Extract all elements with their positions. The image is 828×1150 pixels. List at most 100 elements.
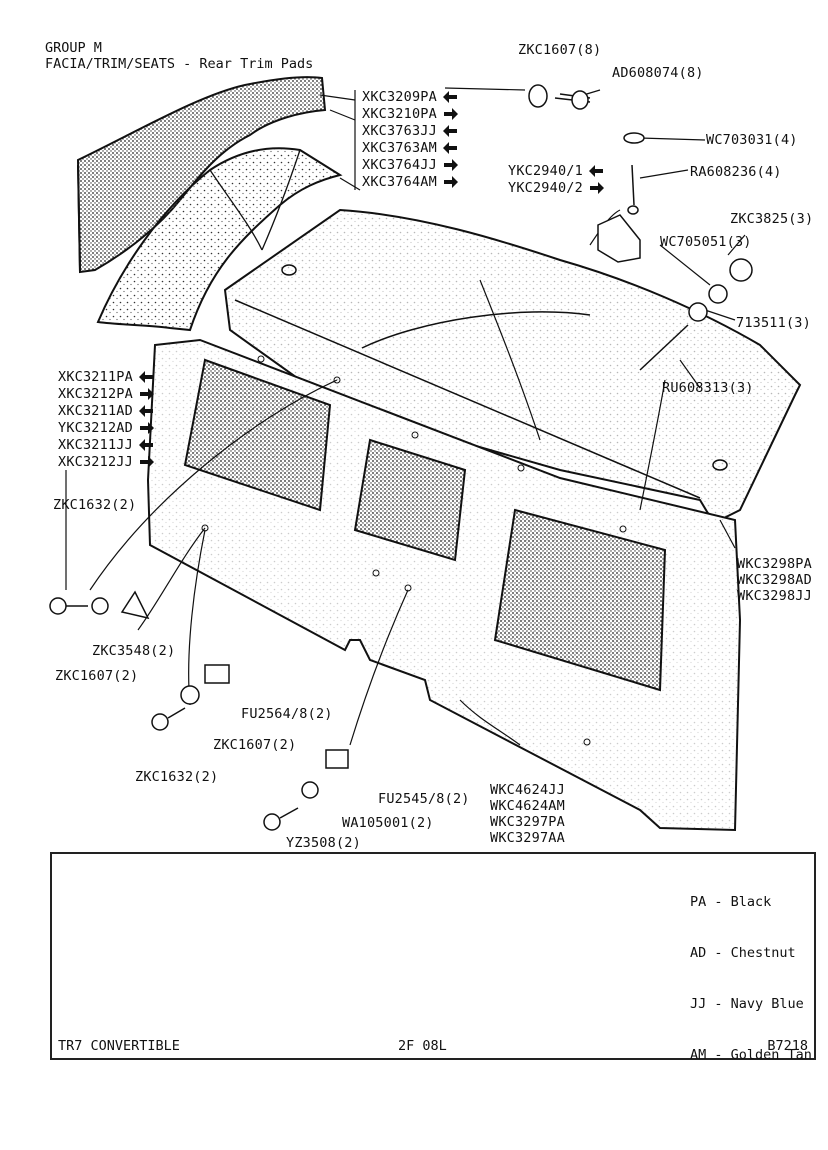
fasteners <box>49 84 753 831</box>
side-pad-code-list: XKC3211PA XKC3212PA XKC3211AD YKC3212AD … <box>58 368 154 470</box>
part-code: XKC3763JJ <box>362 122 437 139</box>
callout-wc703031: WC703031(4) <box>706 132 798 148</box>
zkc3825-cap <box>729 258 753 282</box>
colour-key-item: JJ - Navy Blue <box>690 996 804 1012</box>
shelf-code-list: WKC3298PA WKC3298AD WKC3298JJ <box>737 556 812 604</box>
colour-key: PA - Black AD - Chestnut JJ - Navy Blue … <box>690 860 812 1098</box>
part-code: WKC3298PA <box>737 556 812 572</box>
bracket-code-list: YKC2940/1 YKC2940/2 <box>508 162 604 196</box>
code-row: XKC3211PA <box>58 368 154 385</box>
part-code: YKC2940/2 <box>508 179 583 196</box>
arrow-right-icon <box>139 421 154 434</box>
code-row: XKC3763AM <box>362 139 458 156</box>
arrow-left-icon <box>588 164 603 177</box>
colour-key-item: AD - Chestnut <box>690 945 796 961</box>
callout-fu2545: FU2545/8(2) <box>378 791 470 807</box>
code-row: XKC3211JJ <box>58 436 154 453</box>
part-code: WKC3298JJ <box>737 588 812 604</box>
part-code: WKC3298AD <box>737 572 812 588</box>
part-code: XKC3211PA <box>58 368 133 385</box>
callout-713511: 713511(3) <box>736 315 811 331</box>
callout-yz3508: YZ3508(2) <box>286 835 361 851</box>
part-code: WKC3297PA <box>490 814 565 830</box>
713511-washer <box>688 302 708 322</box>
arrow-left-icon <box>138 438 153 451</box>
footer-ref: B7218 <box>767 1038 808 1054</box>
code-row: XKC3763JJ <box>362 122 458 139</box>
callout-wa105001: WA105001(2) <box>342 815 434 831</box>
callout-zkc1632-left: ZKC1632(2) <box>53 497 137 513</box>
part-code: XKC3211JJ <box>58 436 133 453</box>
colour-key-item: PA - Black <box>690 894 772 910</box>
top-pad-code-list: XKC3209PA XKC3210PA XKC3763JJ XKC3763AM … <box>362 88 458 190</box>
arrow-right-icon <box>589 181 604 194</box>
part-code: XKC3212PA <box>58 385 133 402</box>
zkc1632-mid-screw <box>151 713 169 731</box>
part-code: XKC3763AM <box>362 139 437 156</box>
arrow-right-icon <box>443 158 458 171</box>
arrow-right-icon <box>443 175 458 188</box>
fu2564-clip <box>204 664 230 684</box>
part-code: XKC3764AM <box>362 173 437 190</box>
callout-zkc1632-mid: ZKC1632(2) <box>135 769 219 785</box>
zkc1632-left-screw <box>49 597 67 615</box>
code-row: YKC2940/1 <box>508 162 604 179</box>
code-row: YKC3212AD <box>58 419 154 436</box>
part-code: XKC3210PA <box>362 105 437 122</box>
callout-ra608236: RA608236(4) <box>690 164 782 180</box>
ykc2940-bracket <box>597 214 641 263</box>
zkc3548-clip <box>120 590 150 620</box>
arrow-left-icon <box>442 141 457 154</box>
arrow-right-icon <box>139 387 154 400</box>
yz3508-screw <box>263 813 281 831</box>
rear-trim-panel <box>146 338 742 832</box>
code-row: XKC3764JJ <box>362 156 458 173</box>
callout-zkc1607-left: ZKC1607(2) <box>55 668 139 684</box>
zkc1607-mid-washer <box>180 685 200 705</box>
callout-zkc1607-mid: ZKC1607(2) <box>213 737 297 753</box>
callout-zkc3825: ZKC3825(3) <box>730 211 814 227</box>
part-code: YKC3212AD <box>58 419 133 436</box>
panel-code-list: WKC4624JJ WKC4624AM WKC3297PA WKC3297AA <box>490 782 565 846</box>
code-row: XKC3210PA <box>362 105 458 122</box>
fu2545-clip <box>325 749 349 769</box>
ru608313-stud <box>639 324 689 371</box>
code-row: XKC3212JJ <box>58 453 154 470</box>
callout-ru608313: RU608313(3) <box>662 380 754 396</box>
code-row: YKC2940/2 <box>508 179 604 196</box>
wc705051-washer <box>708 284 728 304</box>
legend-box: PA - Black AD - Chestnut JJ - Navy Blue … <box>50 852 816 1063</box>
code-row: XKC3212PA <box>58 385 154 402</box>
inner-trim-strip <box>96 147 343 332</box>
part-code: YKC2940/1 <box>508 162 583 179</box>
callout-ad608074: AD608074(8) <box>612 65 704 81</box>
wa105001-washer <box>301 781 319 799</box>
code-row: XKC3764AM <box>362 173 458 190</box>
arrow-right-icon <box>139 455 154 468</box>
colour-key-item: AM - Golden Tan <box>690 1047 812 1063</box>
part-code: WKC4624JJ <box>490 782 565 798</box>
page-title: FACIA/TRIM/SEATS - Rear Trim Pads <box>45 56 314 72</box>
footer-model: TR7 CONVERTIBLE <box>58 1038 180 1054</box>
zkc1607-top-washer <box>528 84 548 108</box>
part-code: WKC4624AM <box>490 798 565 814</box>
part-code: XKC3764JJ <box>362 156 437 173</box>
arrow-right-icon <box>443 107 458 120</box>
callout-zkc3548: ZKC3548(2) <box>92 643 176 659</box>
arrow-left-icon <box>442 90 457 103</box>
wc703031-washer <box>623 132 645 144</box>
callout-zkc1607-top: ZKC1607(8) <box>518 42 602 58</box>
code-row: XKC3209PA <box>362 88 458 105</box>
footer-fiche: 2F 08L <box>398 1038 447 1054</box>
part-code: XKC3211AD <box>58 402 133 419</box>
part-code: XKC3209PA <box>362 88 437 105</box>
callout-fu2564: FU2564/8(2) <box>241 706 333 722</box>
part-code: WKC3297AA <box>490 830 565 846</box>
arrow-left-icon <box>138 370 153 383</box>
group-label: GROUP M <box>45 40 102 56</box>
arrow-left-icon <box>138 404 153 417</box>
zkc1607-left-washer <box>91 597 109 615</box>
arrow-left-icon <box>442 124 457 137</box>
callout-wc705051: WC705051(3) <box>660 234 752 250</box>
